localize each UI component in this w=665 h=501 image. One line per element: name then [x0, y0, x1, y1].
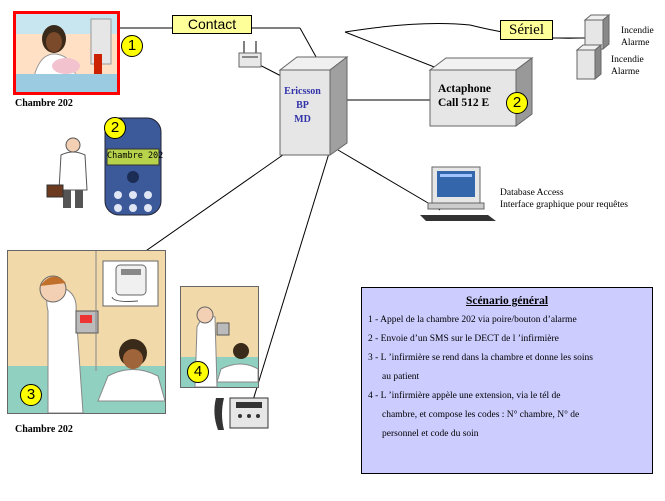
dect-phone — [104, 117, 162, 216]
alarm-box-icon — [575, 43, 603, 81]
fire-alarm-device-1 — [583, 13, 611, 51]
graphical-interface-label: Interface graphique pour requêtes — [500, 200, 628, 210]
room-wall-phone — [108, 261, 153, 303]
md-label: MD — [294, 114, 311, 125]
scenario-item-3: 3 - L ’infirmière se rend dans la chambr… — [368, 353, 593, 363]
telephone-icon — [111, 264, 147, 302]
actaphone-call-512e — [428, 56, 534, 128]
fire-alarm-device-2 — [575, 43, 603, 81]
actaphone-box-icon — [428, 57, 534, 127]
bp-label: BP — [296, 100, 309, 111]
scenario-item-3-cont: au patient — [382, 372, 420, 382]
contact-label: Contact — [172, 15, 252, 34]
fire-alarm-2-line2: Alarme — [611, 67, 640, 77]
ericsson-bp-md-server — [275, 55, 350, 157]
scenario-title: Scénario général — [465, 295, 549, 307]
actaphone-label: Actaphone — [438, 83, 492, 95]
scenario-item-4-cont-1: chambre, et compose les codes : N° chamb… — [382, 410, 580, 420]
step-number-1: 1 — [121, 35, 143, 57]
step-number-4: 4 — [187, 361, 209, 383]
desk-telephone — [210, 392, 270, 437]
room-202-picture — [13, 11, 120, 95]
scenario-item-4: 4 - L ’infirmière appèle une extension, … — [368, 391, 561, 401]
database-access-label: Database Access — [500, 188, 564, 198]
database-computer — [418, 165, 498, 223]
antenna-device — [237, 40, 263, 70]
serial-label: Sériel — [500, 20, 553, 40]
room-label-top: Chambre 202 — [15, 98, 73, 109]
desk-phone-icon — [214, 397, 269, 430]
fire-alarm-1-line2: Alarme — [621, 38, 650, 48]
alarm-box-icon — [583, 13, 611, 51]
fire-alarm-1-line1: Incendie — [621, 26, 654, 36]
scenario-item-1: 1 - Appel de la chambre 202 via poire/bo… — [368, 315, 577, 325]
scenario-box: Scénario général 1 - Appel de la chambre… — [361, 287, 653, 474]
fire-alarm-2-line1: Incendie — [611, 55, 644, 65]
scenario-item-2: 2 - Envoie d’un SMS sur le DECT de l ’in… — [368, 334, 559, 344]
step-number-2-actaphone: 2 — [506, 92, 528, 114]
step-number-3: 3 — [20, 384, 42, 406]
mother-baby-illustration — [16, 14, 117, 92]
nurse-patient-small-illustration — [181, 287, 258, 387]
nurse-small-picture — [180, 286, 259, 388]
dect-screen-text: Chambre 202 — [107, 151, 164, 161]
dect-phone-icon — [104, 117, 162, 216]
doctor-figure — [45, 135, 95, 210]
doctor-icon — [46, 137, 88, 208]
antenna-icon — [238, 41, 262, 68]
ericsson-label: Ericsson — [284, 86, 321, 97]
scenario-item-4-cont-2: personnel et code du soin — [382, 429, 479, 439]
step-number-2-dect: 2 — [104, 117, 126, 139]
computer-icon — [420, 166, 496, 221]
server-tower-icon — [278, 55, 349, 156]
call-512e-label: Call 512 E — [438, 97, 490, 109]
room-label-bottom: Chambre 202 — [15, 424, 73, 435]
